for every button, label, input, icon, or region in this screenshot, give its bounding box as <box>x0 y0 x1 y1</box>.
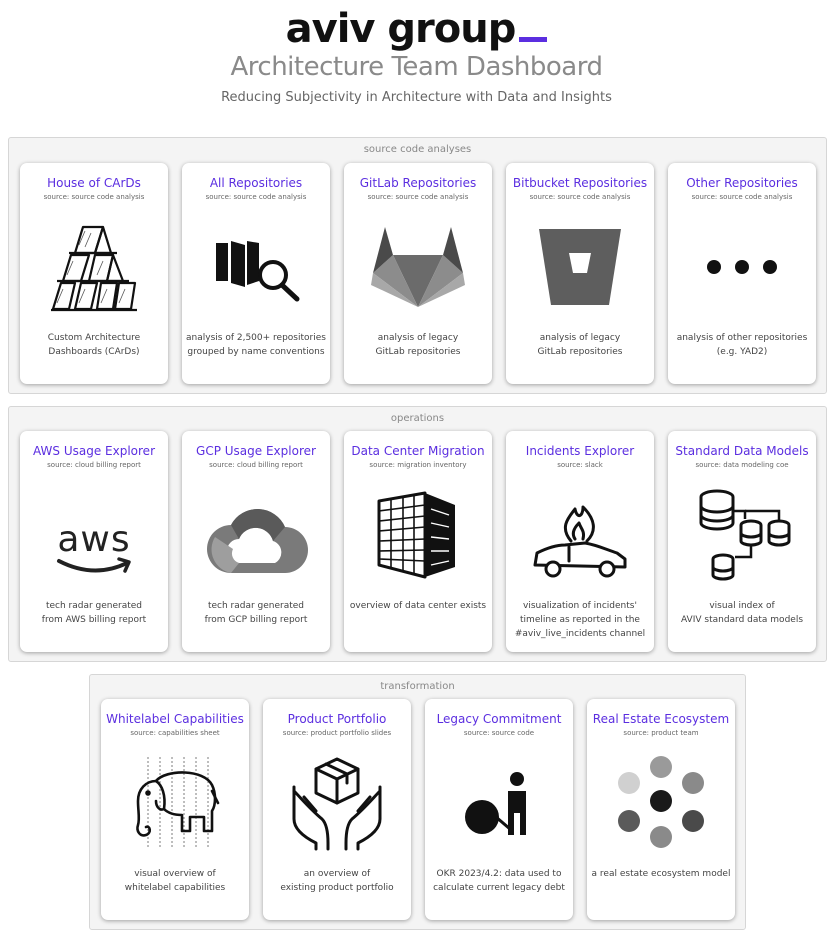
card-incidents-explorer[interactable]: Incidents Explorer source: slack visuali… <box>506 431 654 652</box>
logo: aviv group <box>0 6 833 52</box>
card-description: visual overview of whitelabel capabiliti… <box>124 869 226 893</box>
card-title[interactable]: Data Center Migration <box>351 444 485 458</box>
card-title[interactable]: Incidents Explorer <box>525 444 635 458</box>
card-source: source: migration inventory <box>369 461 467 469</box>
card-title[interactable]: Product Portfolio <box>287 712 387 726</box>
card-source: source: data modeling coe <box>695 461 789 469</box>
svg-text:aws: aws <box>57 519 130 560</box>
card-description: OKR 2023/4.2: data used to calculate cur… <box>433 869 565 893</box>
card-title[interactable]: Real Estate Ecosystem <box>592 712 730 726</box>
section-operations: operations AWS Usage Explorer source: cl… <box>8 406 827 662</box>
page-subtitle: Reducing Subjectivity in Architecture wi… <box>221 90 612 105</box>
card-title[interactable]: Bitbucket Repositories <box>512 176 648 190</box>
repository-search-icon <box>201 215 311 315</box>
card-title[interactable]: Legacy Commitment <box>436 712 562 726</box>
card-aws-usage-explorer[interactable]: AWS Usage Explorer source: cloud billing… <box>20 431 168 652</box>
card-description: tech radar generated from AWS billing re… <box>41 601 147 625</box>
card-title[interactable]: Other Repositories <box>686 176 798 190</box>
card-description: an overview of existing product portfoli… <box>280 869 394 893</box>
logo-text: aviv group <box>285 6 517 52</box>
card-source: source: capabilities sheet <box>130 729 220 737</box>
card-source: source: source code <box>463 729 535 737</box>
card-title[interactable]: GCP Usage Explorer <box>196 444 316 458</box>
hands-box-icon <box>282 751 392 851</box>
card-source: source: source code analysis <box>43 193 145 201</box>
section-label: transformation <box>380 681 455 692</box>
card-source: source: product team <box>623 729 699 737</box>
card-other-repositories[interactable]: Other Repositories source: source code a… <box>668 163 816 384</box>
card-description: analysis of legacy GitLab repositories <box>537 333 623 357</box>
ellipsis-icon <box>687 215 797 315</box>
card-source: source: slack <box>557 461 603 469</box>
aws-icon: aws <box>39 483 149 583</box>
card-gitlab-repositories[interactable]: GitLab Repositories source: source code … <box>344 163 492 384</box>
section-transformation: transformation Whitelabel Capabilities s… <box>89 674 746 930</box>
section-label: source code analyses <box>363 144 472 155</box>
card-title[interactable]: Whitelabel Capabilities <box>106 712 244 726</box>
card-source: source: source code analysis <box>691 193 793 201</box>
gitlab-icon <box>363 215 473 315</box>
card-description: overview of data center exists <box>349 601 487 611</box>
card-bitbucket-repositories[interactable]: Bitbucket Repositories source: source co… <box>506 163 654 384</box>
card-source: source: source code analysis <box>205 193 307 201</box>
house-of-cards-icon <box>39 215 149 315</box>
card-all-repositories[interactable]: All Repositories source: source code ana… <box>182 163 330 384</box>
data-center-icon <box>363 483 473 583</box>
elephant-icon <box>120 751 230 851</box>
section-source-code-analyses: source code analyses House of CArDs sour… <box>8 137 827 394</box>
ecosystem-dots-icon <box>606 751 716 851</box>
card-real-estate-ecosystem[interactable]: Real Estate Ecosystem source: product te… <box>587 699 735 920</box>
database-tree-icon <box>687 483 797 583</box>
card-title[interactable]: Standard Data Models <box>675 444 809 458</box>
card-title[interactable]: All Repositories <box>209 176 303 190</box>
burning-car-icon <box>525 483 635 583</box>
card-product-portfolio[interactable]: Product Portfolio source: product portfo… <box>263 699 411 920</box>
card-description: Custom Architecture Dashboards (CArDs) <box>47 333 141 357</box>
card-description: analysis of legacy GitLab repositories <box>375 333 461 357</box>
card-source: source: source code analysis <box>529 193 631 201</box>
card-legacy-commitment[interactable]: Legacy Commitment source: source code OK… <box>425 699 573 920</box>
card-whitelabel-capabilities[interactable]: Whitelabel Capabilities source: capabili… <box>101 699 249 920</box>
card-house-of-cards[interactable]: House of CArDs source: source code analy… <box>20 163 168 384</box>
card-description: analysis of other repositories (e.g. YAD… <box>676 333 808 357</box>
card-title[interactable]: GitLab Repositories <box>359 176 477 190</box>
card-gcp-usage-explorer[interactable]: GCP Usage Explorer source: cloud billing… <box>182 431 330 652</box>
card-description: analysis of 2,500+ repositories grouped … <box>186 333 326 357</box>
card-data-center-migration[interactable]: Data Center Migration source: migration … <box>344 431 492 652</box>
card-source: source: source code analysis <box>367 193 469 201</box>
section-label: operations <box>390 413 445 424</box>
ball-and-chain-icon <box>444 751 554 851</box>
page-title: Architecture Team Dashboard <box>230 52 603 82</box>
card-source: source: cloud billing report <box>47 461 141 469</box>
card-source: source: product portfolio slides <box>282 729 392 737</box>
card-description: visualization of incidents' timeline as … <box>514 601 646 639</box>
card-description: visual index of AVIV standard data model… <box>680 601 804 625</box>
card-description: a real estate ecosystem model <box>591 869 731 879</box>
card-title[interactable]: House of CArDs <box>47 176 141 190</box>
logo-underscore <box>519 37 548 42</box>
card-description: tech radar generated from GCP billing re… <box>204 601 308 625</box>
card-standard-data-models[interactable]: Standard Data Models source: data modeli… <box>668 431 816 652</box>
gcp-icon <box>201 483 311 583</box>
card-title[interactable]: AWS Usage Explorer <box>32 444 155 458</box>
bitbucket-icon <box>525 215 635 315</box>
card-source: source: cloud billing report <box>209 461 303 469</box>
